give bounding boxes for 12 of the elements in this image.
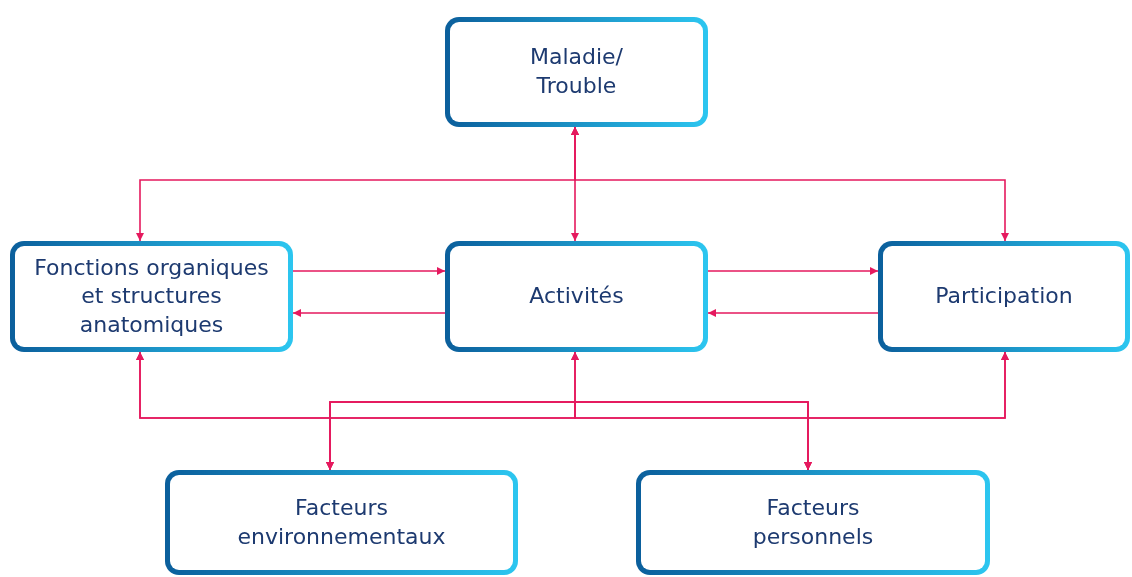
arrow bbox=[292, 267, 446, 275]
box-label: Facteurs personnels bbox=[751, 493, 875, 551]
arrow bbox=[571, 126, 1009, 242]
box-label: Maladie/ Trouble bbox=[528, 43, 625, 100]
box-label: Participation bbox=[935, 282, 1073, 311]
box-label: Fonctions organiques et structures anatomiques bbox=[33, 253, 270, 339]
box-label: Activités bbox=[529, 282, 624, 311]
arrow bbox=[292, 309, 446, 317]
arrow bbox=[707, 309, 879, 317]
arrow bbox=[707, 267, 879, 275]
arrow bbox=[574, 351, 1009, 471]
box-label: Facteurs environnementaux bbox=[236, 493, 447, 551]
